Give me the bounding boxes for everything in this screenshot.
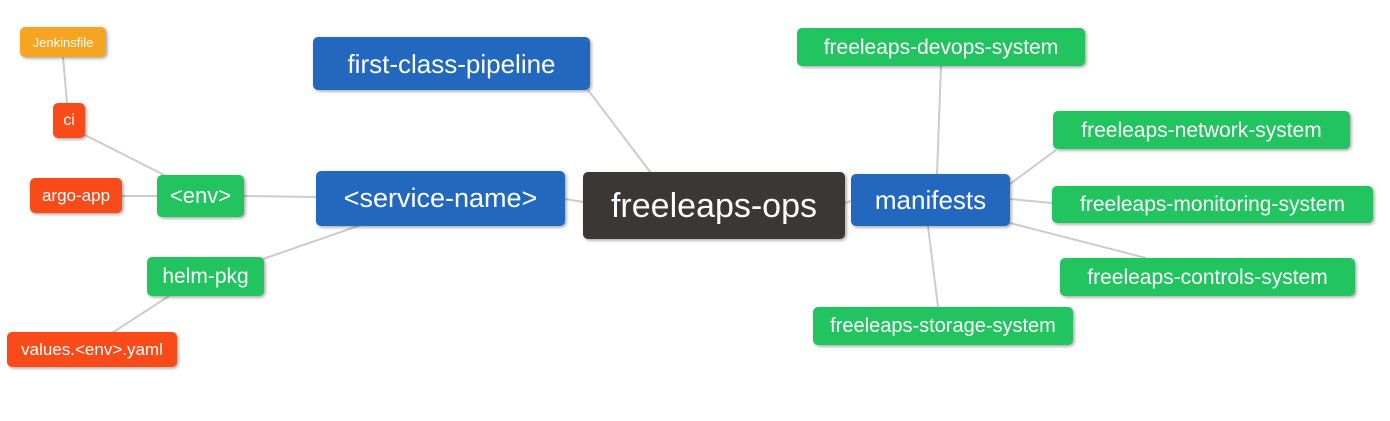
node-freeleaps-devops-system[interactable]: freeleaps-devops-system bbox=[797, 28, 1085, 66]
edge-service-name-to-freeleaps-ops bbox=[564, 198, 584, 203]
node-env[interactable]: <env> bbox=[157, 175, 244, 217]
edge-ci-to-env bbox=[82, 133, 169, 178]
edge-manifests-to-freeleaps-devops-system bbox=[936, 65, 942, 175]
node-argo-app[interactable]: argo-app bbox=[30, 178, 122, 213]
node-first-class-pipeline[interactable]: first-class-pipeline bbox=[313, 37, 590, 90]
edge-env-to-service-name bbox=[243, 195, 317, 198]
node-freeleaps-network-system[interactable]: freeleaps-network-system bbox=[1053, 111, 1350, 149]
node-jenkinsfile[interactable]: Jenkinsfile bbox=[20, 27, 106, 57]
edge-first-class-pipeline-to-freeleaps-ops bbox=[587, 89, 652, 174]
edge-jenkinsfile-to-ci bbox=[62, 56, 68, 104]
node-freeleaps-controls-system[interactable]: freeleaps-controls-system bbox=[1060, 258, 1355, 296]
edge-manifests-to-freeleaps-controls-system bbox=[1009, 222, 1147, 259]
node-freeleaps-ops[interactable]: freeleaps-ops bbox=[583, 172, 845, 239]
node-manifests[interactable]: manifests bbox=[851, 174, 1010, 226]
node-freeleaps-monitoring-system[interactable]: freeleaps-monitoring-system bbox=[1052, 186, 1373, 223]
node-freeleaps-storage-system[interactable]: freeleaps-storage-system bbox=[813, 307, 1073, 345]
node-helm-pkg[interactable]: helm-pkg bbox=[147, 257, 264, 296]
edge-manifests-to-freeleaps-network-system bbox=[1009, 149, 1057, 185]
edge-manifests-to-freeleaps-monitoring-system bbox=[1009, 198, 1053, 204]
node-ci[interactable]: ci bbox=[53, 103, 85, 138]
edge-helm-pkg-to-service-name bbox=[262, 224, 362, 260]
node-service-name[interactable]: <service-name> bbox=[316, 171, 565, 226]
edge-manifests-to-freeleaps-storage-system bbox=[927, 225, 939, 308]
edge-helm-pkg-to-values-env-yaml bbox=[111, 295, 170, 334]
node-values-env-yaml[interactable]: values.<env>.yaml bbox=[7, 332, 177, 367]
